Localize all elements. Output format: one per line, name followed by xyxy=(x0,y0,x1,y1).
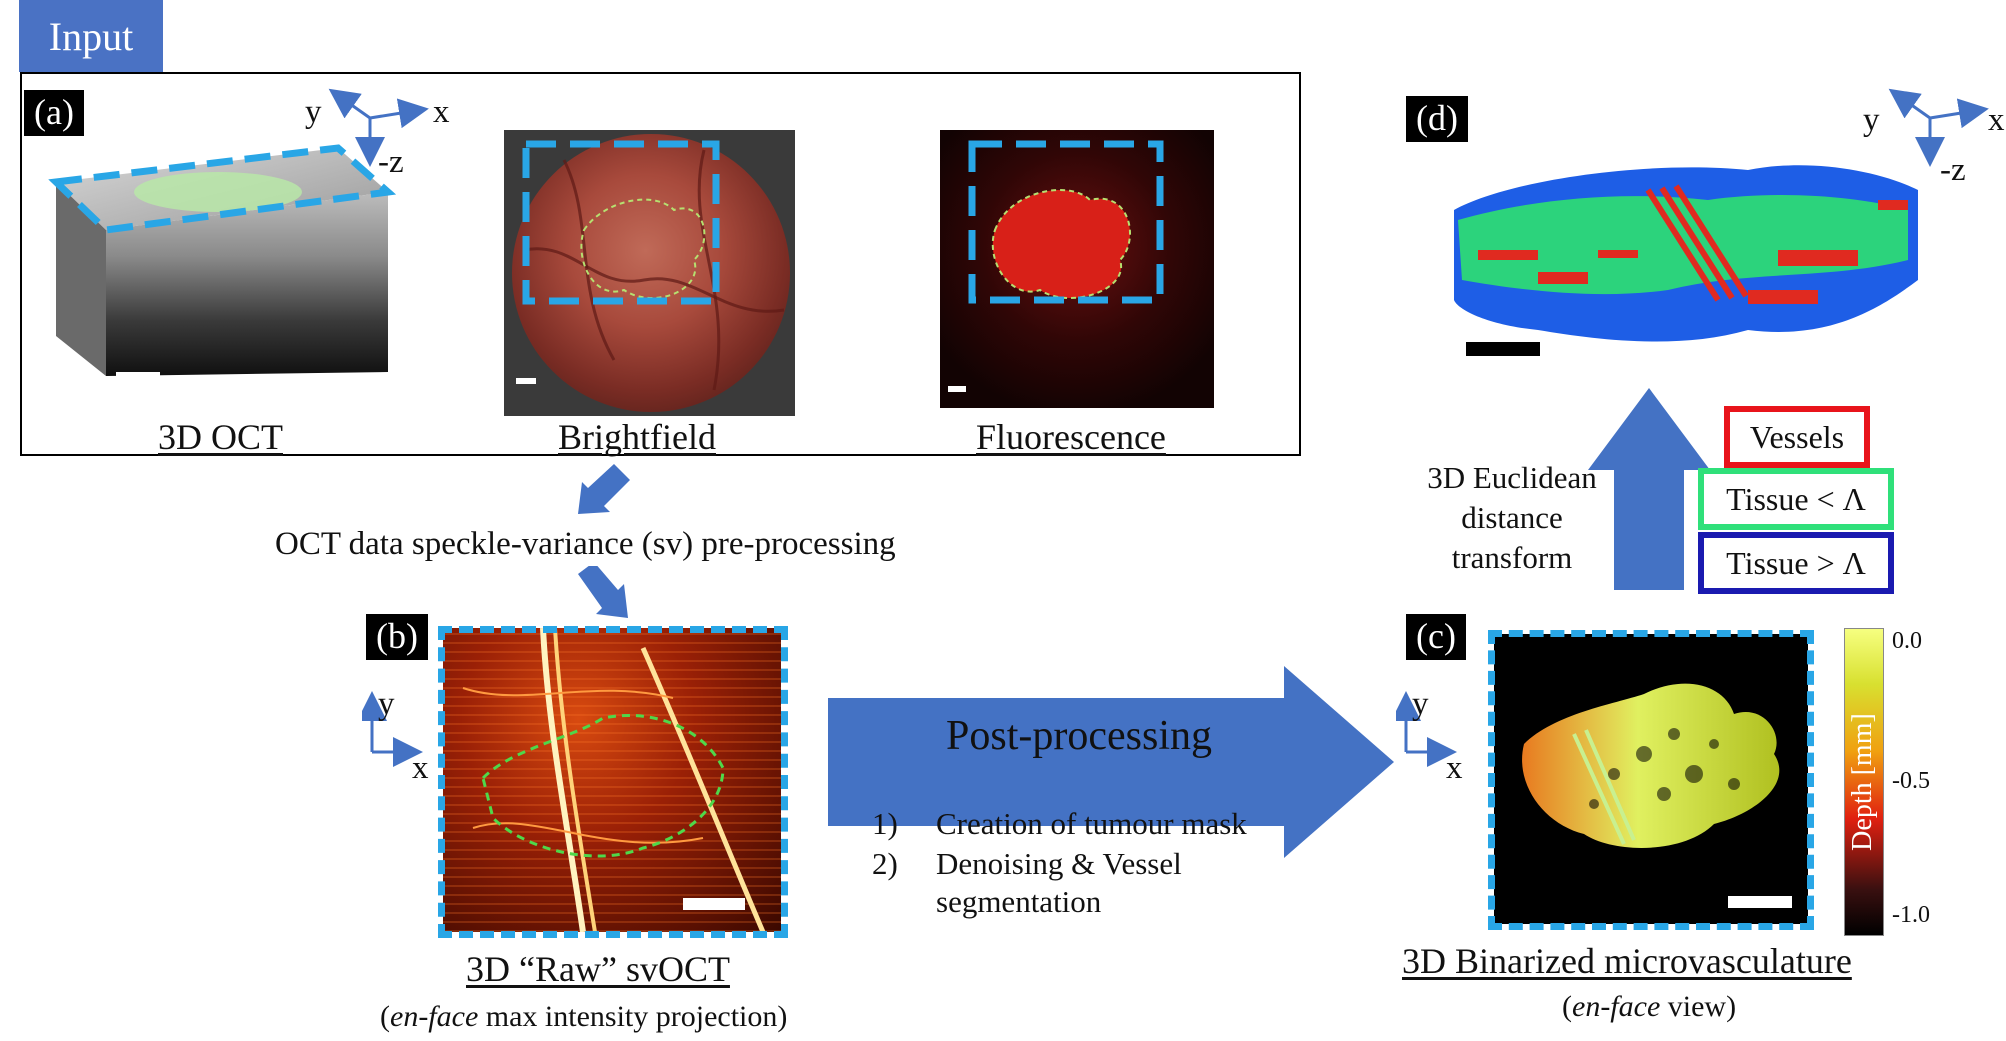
binarized-frame xyxy=(1488,630,1814,930)
axis-x-label-b: x xyxy=(412,750,429,786)
legend-vessels: Vessels xyxy=(1724,406,1870,468)
arrow-icon-to-panel-b xyxy=(578,566,628,618)
axis-y-label-a: y xyxy=(305,94,322,130)
raw-svoct-sub-rest: max intensity projection) xyxy=(478,1000,788,1033)
input-tab: Input xyxy=(19,0,163,72)
fluorescence-image xyxy=(940,130,1214,408)
arrow-icon-to-preprocessing xyxy=(578,464,630,514)
binarized-sub-em: en-face xyxy=(1572,990,1661,1023)
binarized-image xyxy=(1494,634,1808,924)
caption-brightfield: Brightfield xyxy=(558,417,716,457)
edt-line-2: distance xyxy=(1461,500,1563,535)
step-2-num: 2) xyxy=(872,846,898,881)
colorbar-tick-top: 0.0 xyxy=(1892,628,1922,654)
step-2-text: Denoising & Vessel xyxy=(936,846,1182,881)
depth-colorbar xyxy=(1844,628,1884,936)
caption-3d-oct: 3D OCT xyxy=(158,417,283,457)
caption-binarized-sub: (en-face view) xyxy=(1562,990,1737,1023)
legend-vessels-label: Vessels xyxy=(1749,418,1845,455)
panel-label-d: (d) xyxy=(1406,96,1468,142)
oct-3d-image xyxy=(48,144,397,386)
axis-z-label-d: -z xyxy=(1940,152,1966,188)
raw-svoct-sub-em: en-face xyxy=(390,1000,479,1033)
caption-fluorescence: Fluorescence xyxy=(976,417,1166,457)
axis-y-label-c: y xyxy=(1412,686,1429,722)
axes-icon-c xyxy=(1396,691,1457,767)
axis-x-label-a: x xyxy=(433,94,450,130)
edt-3d-volume-image xyxy=(1454,165,1918,356)
input-frame xyxy=(20,72,1301,456)
step-1-num: 1) xyxy=(872,806,898,841)
post-processing-arrow xyxy=(828,666,1394,858)
colorbar-tick-mid: -0.5 xyxy=(1892,768,1930,794)
axis-x-label-c: x xyxy=(1446,750,1463,786)
legend-tissue-high-label: Tissue > Λ xyxy=(1726,544,1866,581)
raw-svoct-image xyxy=(443,628,781,932)
edt-text: 3D Euclidean distance transform xyxy=(1392,458,1632,578)
axis-z-label-a: -z xyxy=(378,144,404,180)
axes-icon-b xyxy=(362,691,423,767)
colorbar-label: Depth [mm] xyxy=(1847,713,1878,851)
raw-svoct-frame xyxy=(438,626,788,938)
caption-binarized: 3D Binarized microvasculature xyxy=(1402,941,1852,981)
binarized-sub-rest: view) xyxy=(1660,990,1737,1023)
step-2-continued: segmentation xyxy=(936,884,1102,919)
axis-y-label-b: y xyxy=(378,686,395,722)
post-processing-label: Post-processing xyxy=(946,713,1212,759)
input-tab-label: Input xyxy=(48,13,134,59)
axis-x-label-d: x xyxy=(1988,102,2005,138)
panel-label-c: (c) xyxy=(1406,614,1466,660)
caption-raw-svoct-sub: (en-face max intensity projection) xyxy=(380,1000,788,1033)
legend-tissue-high: Tissue > Λ xyxy=(1698,532,1894,594)
edt-line-1: 3D Euclidean xyxy=(1427,460,1597,495)
panel-label-b: (b) xyxy=(366,614,428,660)
legend-tissue-low-label: Tissue < Λ xyxy=(1726,480,1866,517)
axis-y-label-d: y xyxy=(1863,102,1880,138)
colorbar-tick-bottom: -1.0 xyxy=(1892,902,1930,928)
axes-icon-a xyxy=(328,88,429,167)
brightfield-image xyxy=(504,130,795,416)
step-1-text: Creation of tumour mask xyxy=(936,806,1247,841)
panel-label-a: (a) xyxy=(24,90,84,136)
preprocessing-text: OCT data speckle-variance (sv) pre-proce… xyxy=(275,526,896,562)
axes-icon-d xyxy=(1888,88,1989,167)
edt-up-arrow xyxy=(1588,388,1710,590)
edt-line-3: transform xyxy=(1451,540,1573,575)
legend-tissue-low: Tissue < Λ xyxy=(1698,468,1894,530)
caption-raw-svoct: 3D “Raw” svOCT xyxy=(466,949,730,989)
